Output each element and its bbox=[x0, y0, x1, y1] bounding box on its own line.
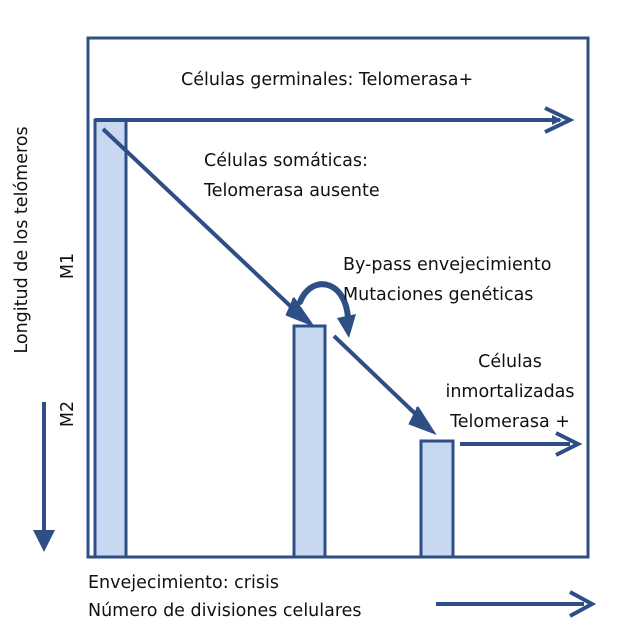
decline-arrow bbox=[332, 334, 428, 426]
y-axis-arrow-head bbox=[33, 530, 55, 552]
m2-label: M2 bbox=[58, 400, 78, 428]
bar-immortalized bbox=[419, 439, 455, 559]
immortalized-arrow-head bbox=[555, 431, 583, 457]
bypass-curved-arrow-head bbox=[337, 314, 356, 338]
y-axis-label: Longitud de los telómeros bbox=[12, 126, 32, 354]
immortalized-label: Células inmortalizadas Telomerasa + bbox=[438, 347, 582, 437]
diagram-frame bbox=[86, 36, 590, 559]
germinal-label: Células germinales: Telomerasa+ bbox=[181, 70, 474, 90]
bypass-label-line2: Mutaciones genéticas bbox=[343, 285, 534, 305]
divisions-label: Número de divisiones celulares bbox=[88, 601, 362, 621]
bypass-label-line1: By-pass envejecimiento bbox=[343, 255, 552, 275]
somatic-label: Células somáticas: Telomerasa ausente bbox=[204, 146, 380, 206]
germinal-arrow-head bbox=[544, 106, 575, 134]
decline-arrow-head bbox=[408, 406, 437, 435]
bar-crisis bbox=[292, 324, 327, 559]
bypass-label: By-pass envejecimiento Mutaciones genéti… bbox=[343, 250, 551, 310]
somatic-arrow bbox=[101, 127, 305, 320]
bypass-curved-arrow bbox=[297, 281, 352, 329]
somatic-label-line1: Células somáticas: bbox=[204, 151, 368, 171]
bar-germinal bbox=[93, 118, 128, 559]
crisis-label: Envejecimiento: crisis bbox=[88, 573, 279, 593]
x-axis-arrow-head bbox=[569, 590, 597, 618]
immortalized-label-line3: Telomerasa + bbox=[450, 412, 570, 432]
somatic-label-line2: Telomerasa ausente bbox=[204, 181, 380, 201]
m1-label: M1 bbox=[58, 252, 78, 280]
immortalized-label-line1: Células bbox=[478, 352, 542, 372]
somatic-arrow-head bbox=[285, 297, 316, 328]
immortalized-label-line2: inmortalizadas bbox=[445, 382, 575, 402]
